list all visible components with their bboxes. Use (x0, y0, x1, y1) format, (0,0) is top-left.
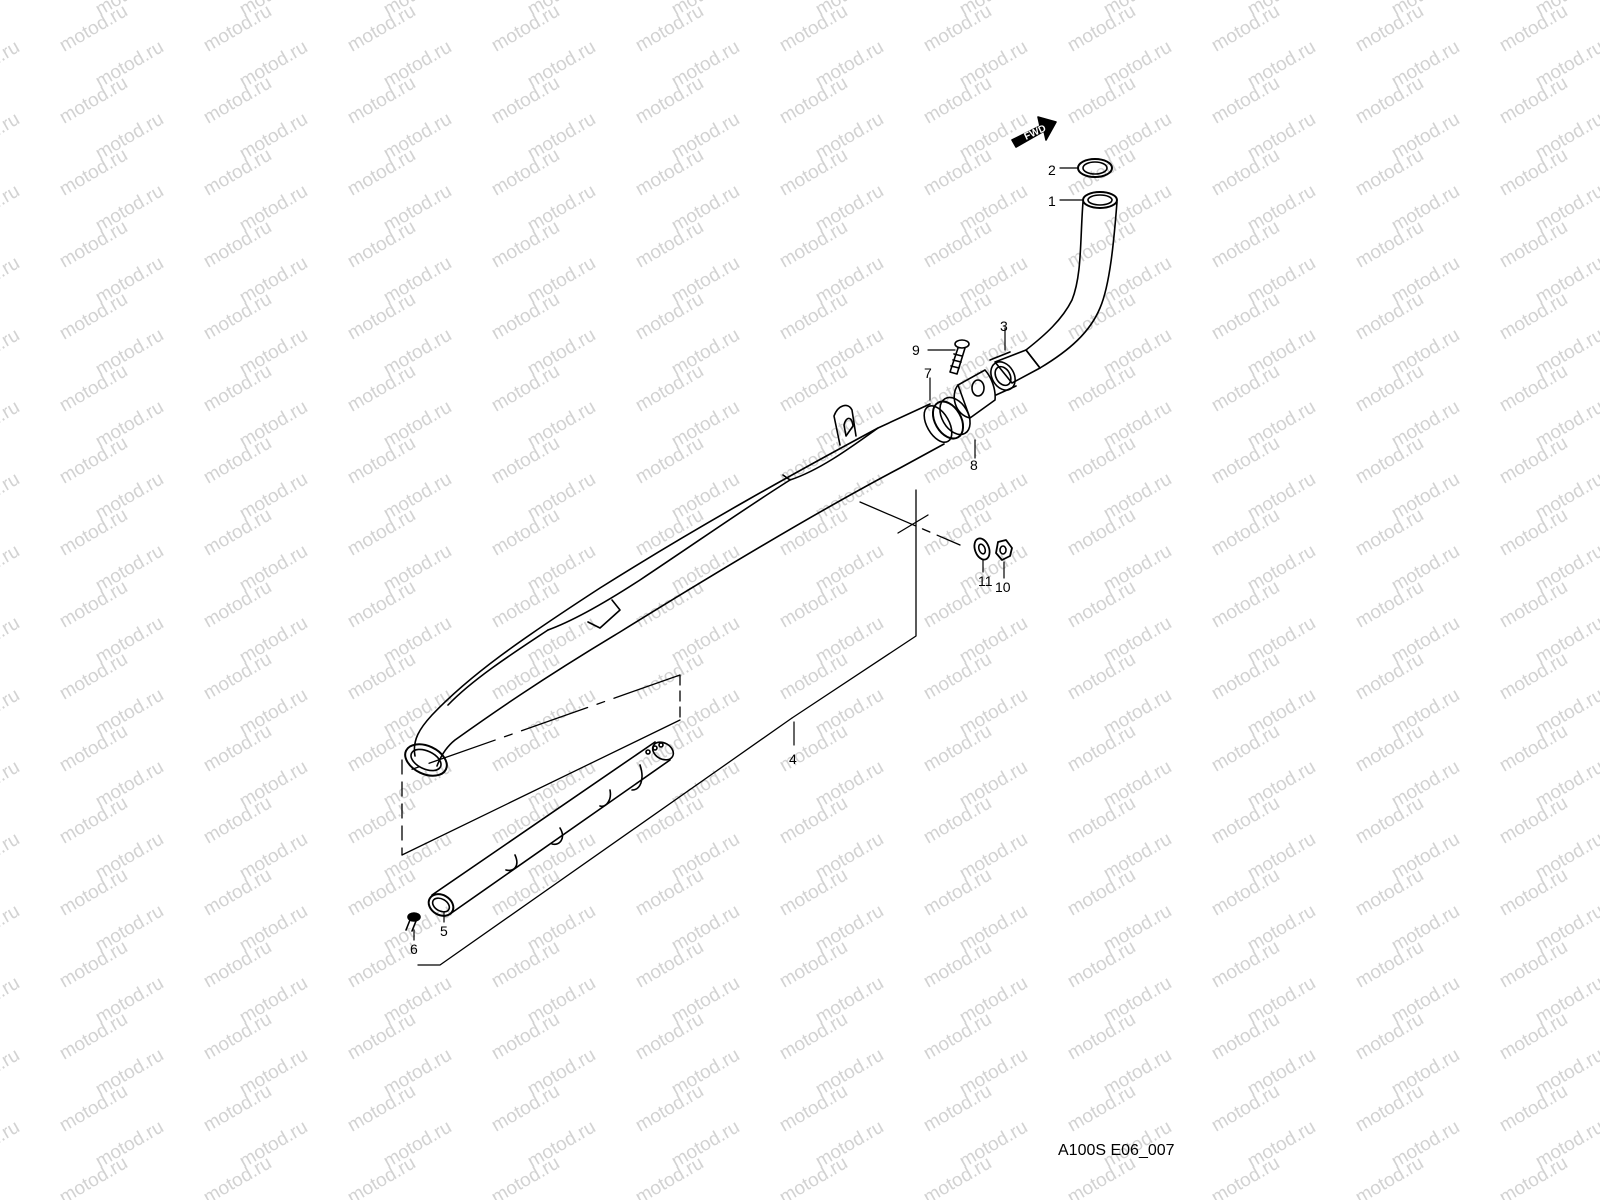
leader-lines (413, 167, 1084, 941)
callout-5: 5 (440, 923, 448, 939)
baffle-dashed-box (401, 674, 681, 856)
callout-7: 7 (924, 365, 932, 381)
bolt-part-9 (949, 339, 970, 375)
callout-10: 10 (995, 579, 1011, 595)
clamp-part-8 (953, 369, 996, 419)
muffler-part-4 (404, 403, 953, 777)
baffle-pipe-part-5 (427, 741, 675, 917)
callout-2: 2 (1048, 162, 1056, 178)
nut-part-10 (995, 539, 1013, 561)
callout-6: 6 (410, 941, 418, 957)
callout-11: 11 (978, 573, 993, 589)
callout-1: 1 (1048, 193, 1056, 209)
drawing-code: A100S E06_007 (1058, 1142, 1175, 1159)
screw-part-6 (405, 912, 421, 932)
callout-8: 8 (970, 457, 978, 473)
callout-9: 9 (912, 342, 920, 358)
callout-3: 3 (1000, 318, 1008, 334)
muffler-bracket-lines (417, 489, 961, 966)
connector-part-3 (989, 349, 1041, 396)
exhaust-pipe-part-1 (1025, 191, 1118, 369)
callout-labels: 2 1 3 9 7 8 11 10 4 5 6 (410, 162, 1056, 957)
callout-4: 4 (789, 751, 797, 767)
fwd-label: FWD (1023, 123, 1048, 143)
gasket-part-2 (1077, 158, 1113, 178)
washer-part-11 (973, 537, 991, 561)
gasket-part-7 (931, 396, 971, 440)
fwd-arrow-icon (1011, 116, 1057, 148)
